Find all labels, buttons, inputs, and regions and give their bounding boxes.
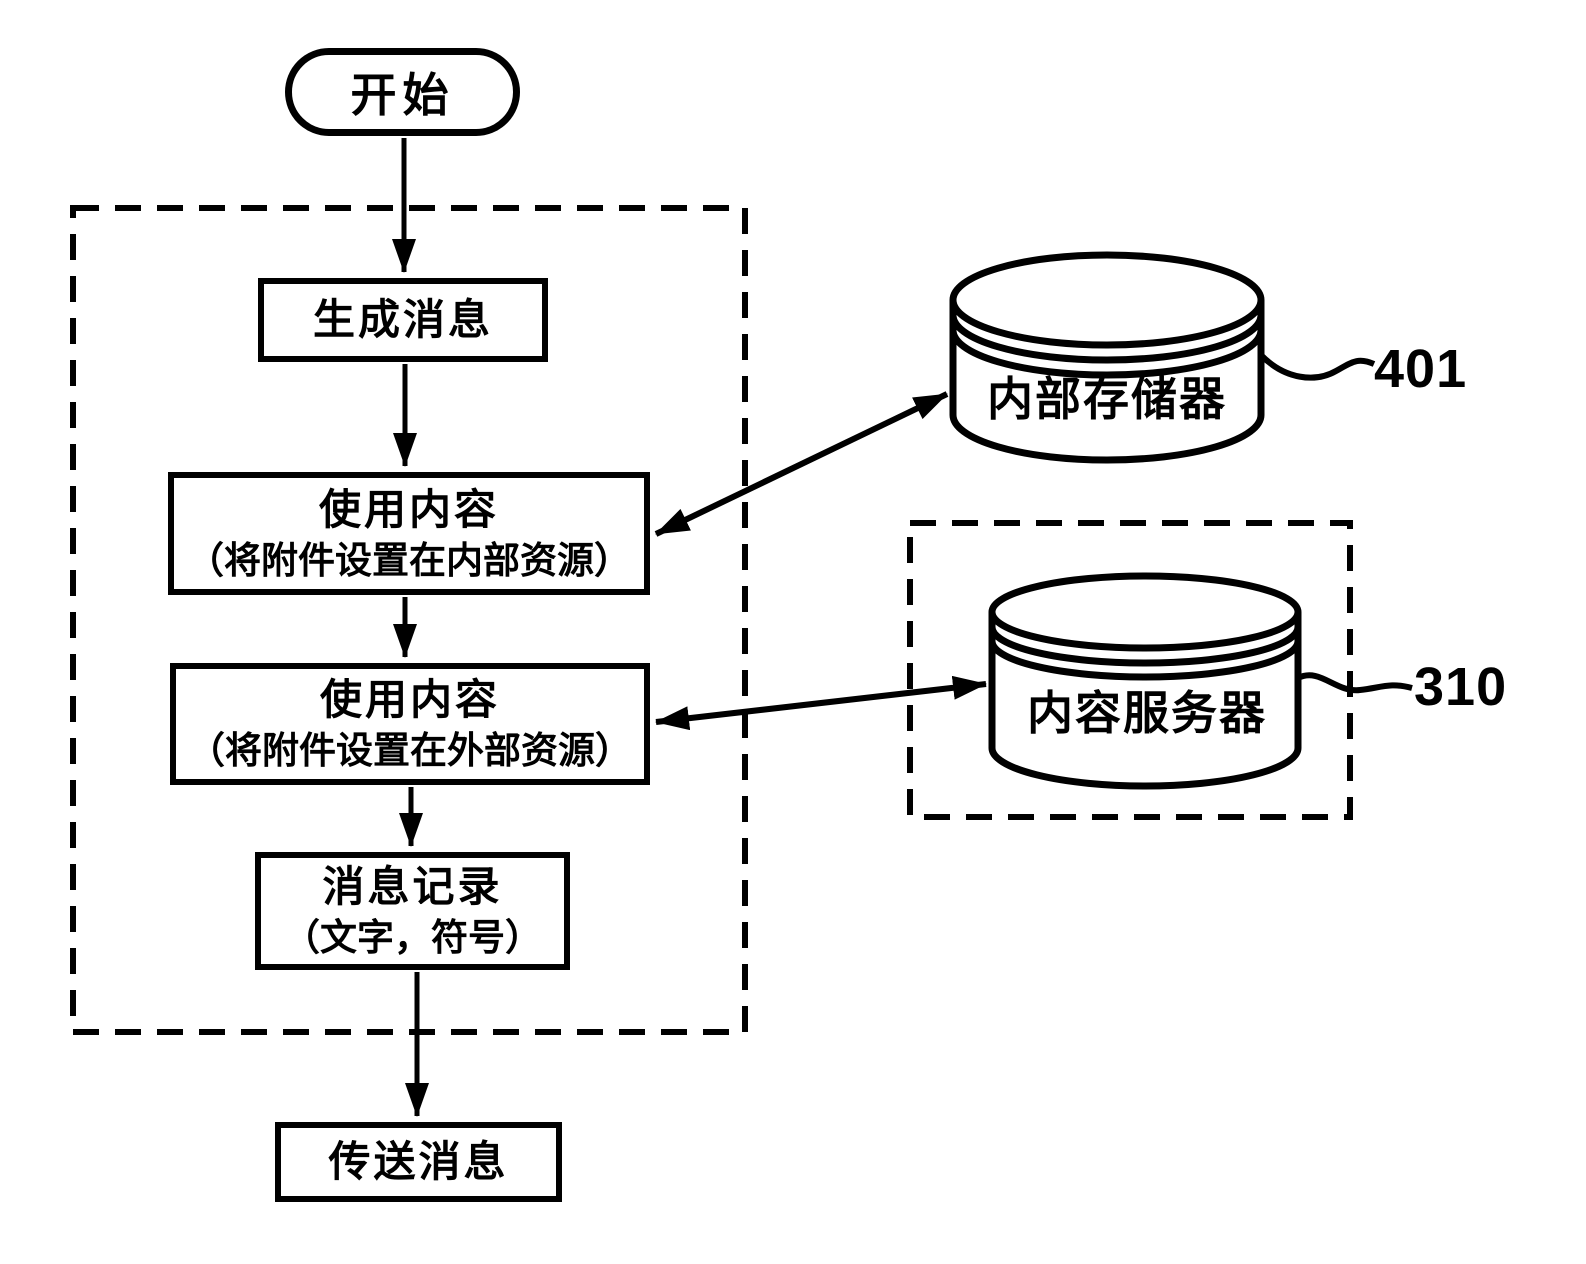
arrow-use-internal-internal-memory [654,391,949,537]
step-use-content-external: 使用内容 （将附件设置在外部资源） [170,663,650,785]
start-label: 开始 [350,69,455,121]
step-generate-message: 生成消息 [258,278,548,362]
internal-memory-label: 内部存储器 [947,368,1267,425]
step-label-line1: 使用内容 [318,485,499,533]
step-message-record: 消息记录 （文字，符号） [255,852,570,970]
ref-leader-401 [1259,353,1376,381]
step-label-line1: 消息记录 [322,863,503,911]
content-server-dashed-region [907,520,1353,820]
step-label: 传送消息 [328,1138,509,1186]
start-terminator: 开始 [285,48,520,136]
step-label-line2: （文字，符号） [283,917,542,959]
step-label-line2: （将附件设置在内部资源） [187,539,631,581]
step-use-content-internal: 使用内容 （将附件设置在内部资源） [168,472,650,595]
content-server-cylinder [988,572,1302,790]
content-server-label: 内容服务器 [987,682,1307,739]
step-label-line1: 使用内容 [319,676,500,724]
step-label: 生成消息 [312,296,493,344]
ref-number-310: 310 [1414,657,1508,717]
ref-leader-310 [1296,672,1413,694]
internal-memory-cylinder [949,251,1265,464]
content-server-text: 内容服务器 [1027,687,1267,739]
step-transmit-message: 传送消息 [275,1122,562,1202]
arrow-use-external-content-server [655,675,987,731]
step-label-line2: （将附件设置在外部资源） [188,730,632,772]
ref-number-401: 401 [1374,339,1468,399]
composition-dashed-region [70,205,748,1035]
internal-memory-text: 内部存储器 [987,373,1227,425]
